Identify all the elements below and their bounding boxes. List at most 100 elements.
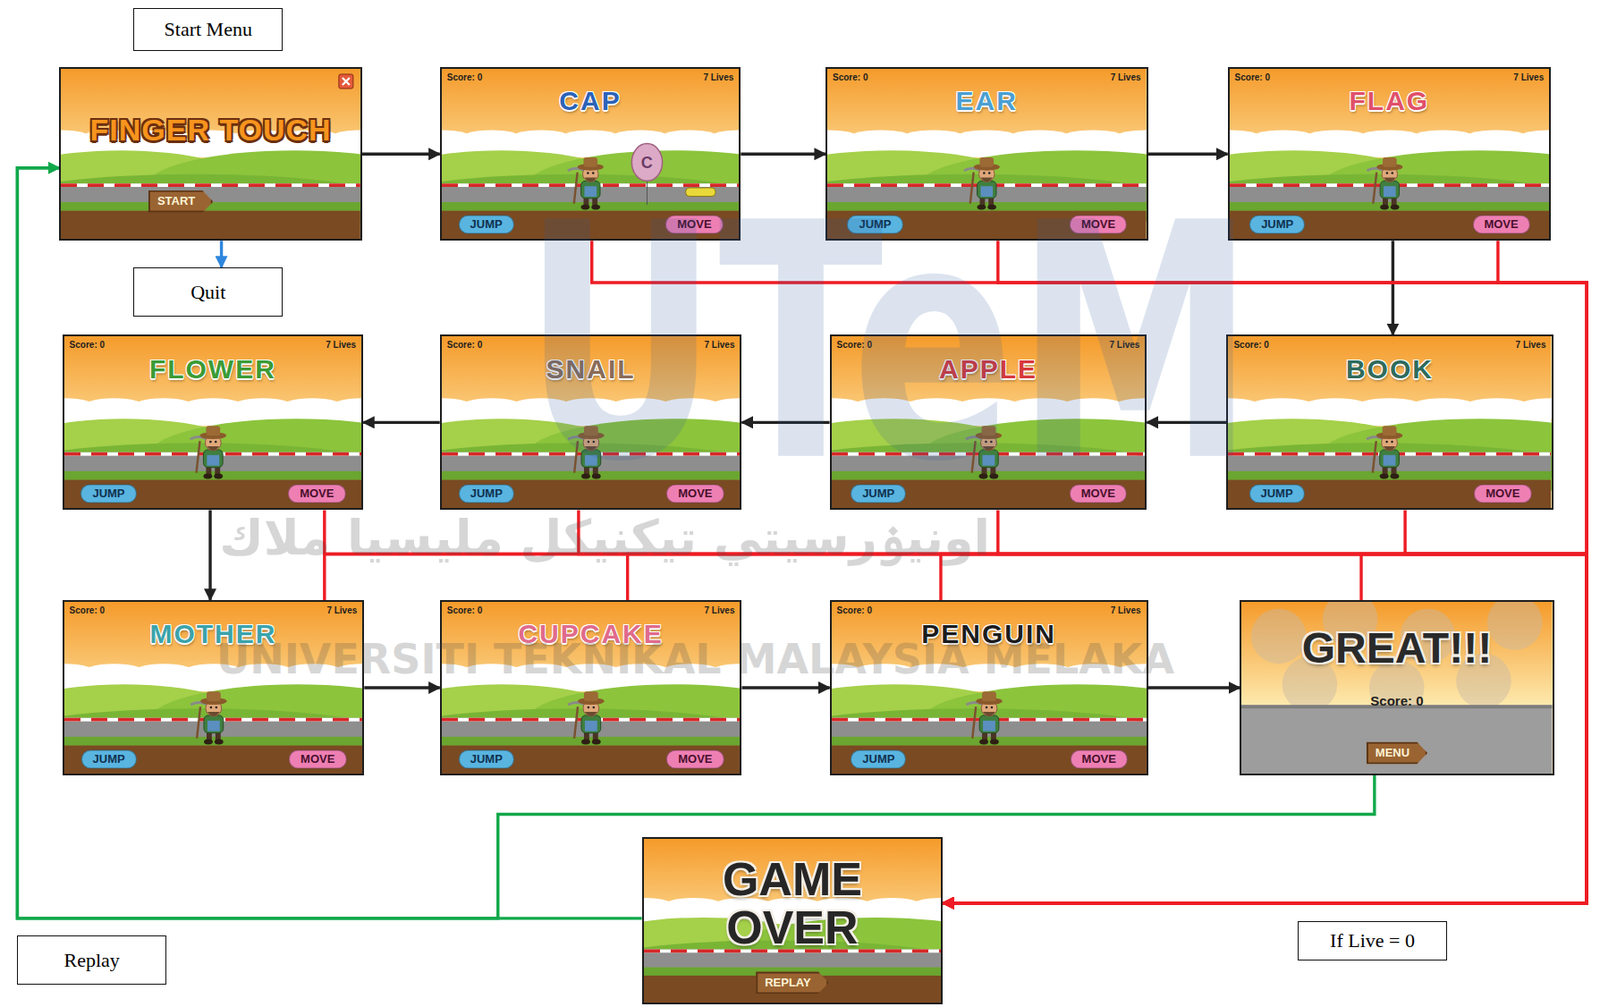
eye bbox=[209, 706, 212, 710]
road bbox=[64, 718, 364, 737]
boot bbox=[977, 204, 987, 211]
cloud bbox=[328, 397, 362, 419]
pickaxe-handle bbox=[195, 440, 200, 473]
eye bbox=[984, 440, 988, 444]
grass bbox=[64, 736, 364, 746]
move-button: MOVE bbox=[1070, 749, 1128, 769]
word-title: APPLE bbox=[939, 353, 1038, 385]
body bbox=[979, 715, 999, 734]
eye bbox=[1386, 440, 1389, 444]
boot bbox=[581, 474, 591, 480]
hat-crown bbox=[1382, 425, 1397, 436]
beard bbox=[206, 446, 220, 451]
final-score: Score: 0 bbox=[1370, 694, 1423, 710]
connector-group bbox=[16, 153, 1587, 919]
level-screen: Score: 0CAP7 LivesCJUMPMOVE bbox=[440, 67, 742, 241]
boot bbox=[1389, 204, 1399, 211]
lives-text: 7 Lives bbox=[1108, 339, 1140, 351]
overalls bbox=[584, 720, 598, 732]
body bbox=[203, 449, 223, 468]
grass bbox=[64, 471, 363, 481]
level-screen: Score: 0PENGUIN7 LivesJUMPMOVE bbox=[829, 600, 1149, 776]
overalls bbox=[206, 455, 220, 466]
eye bbox=[209, 440, 212, 444]
jump-button: JUMP bbox=[80, 484, 136, 504]
beard bbox=[1383, 446, 1397, 451]
cloud bbox=[1110, 130, 1147, 152]
arrow-sign: REPLAY bbox=[755, 971, 830, 994]
overalls bbox=[1383, 455, 1397, 466]
beard bbox=[584, 446, 598, 451]
hat-crown bbox=[981, 425, 996, 436]
flow-arrow bbox=[740, 152, 826, 156]
overalls bbox=[1383, 186, 1397, 198]
body bbox=[581, 449, 602, 468]
overalls bbox=[584, 186, 597, 198]
word-title: MOTHER bbox=[149, 618, 277, 651]
menu-screen: FINGER TOUCHSTART bbox=[59, 67, 363, 241]
pickaxe-handle bbox=[972, 706, 976, 738]
eye bbox=[990, 706, 993, 710]
flow-arrow bbox=[741, 421, 830, 424]
dirt bbox=[64, 480, 363, 509]
note-text: If Live = 0 bbox=[1329, 929, 1415, 952]
road-dashes bbox=[60, 184, 361, 188]
move-button: MOVE bbox=[1472, 215, 1530, 235]
grass bbox=[827, 202, 1147, 211]
level-screen: Score: 0BOOK7 LivesJUMPMOVE bbox=[1226, 334, 1553, 510]
dirt bbox=[831, 480, 1146, 509]
boot bbox=[987, 204, 997, 211]
lives-text: 7 Lives bbox=[702, 72, 734, 84]
balloon-letter: C bbox=[641, 152, 653, 172]
watermark-text: اونيۏرسيتي تيكنيكل مليسيا ملاك bbox=[219, 509, 991, 567]
pickaxe-handle bbox=[970, 172, 974, 204]
score-text: Score: 0 bbox=[447, 339, 483, 351]
boot bbox=[213, 738, 223, 745]
boot bbox=[592, 474, 602, 480]
road bbox=[1229, 184, 1550, 204]
score-text: Score: 0 bbox=[837, 605, 872, 617]
note-box: Start Menu bbox=[133, 8, 283, 51]
road-kerb bbox=[60, 184, 361, 188]
boot bbox=[203, 474, 212, 480]
body bbox=[977, 181, 997, 199]
note-text: Start Menu bbox=[164, 17, 253, 41]
dirt bbox=[441, 211, 740, 239]
move-button: MOVE bbox=[1069, 484, 1127, 504]
jump-button: JUMP bbox=[458, 749, 515, 769]
lives-text: 7 Lives bbox=[704, 339, 736, 351]
boot bbox=[1390, 474, 1400, 480]
body bbox=[1379, 449, 1400, 468]
overalls bbox=[980, 186, 993, 198]
note-text: Quit bbox=[190, 280, 226, 304]
boot bbox=[979, 738, 989, 745]
eye bbox=[990, 440, 993, 444]
flow-arrow bbox=[362, 152, 441, 156]
eye bbox=[982, 172, 986, 176]
jump-button: JUMP bbox=[850, 484, 906, 504]
hat-crown bbox=[206, 691, 221, 702]
move-button: MOVE bbox=[287, 484, 346, 504]
boot bbox=[978, 474, 988, 480]
boot bbox=[591, 204, 601, 211]
word-title: PENGUIN bbox=[921, 618, 1057, 651]
word-title: BOOK bbox=[1346, 353, 1434, 385]
grass bbox=[441, 736, 741, 746]
score-text: Score: 0 bbox=[837, 339, 872, 351]
road bbox=[1227, 452, 1551, 472]
dirt bbox=[827, 211, 1147, 239]
dirt bbox=[441, 480, 741, 509]
life-lost-arrow bbox=[324, 554, 1587, 904]
boot bbox=[581, 738, 591, 745]
flow-arrow bbox=[1391, 240, 1395, 335]
jump-button: JUMP bbox=[1249, 484, 1305, 504]
boot bbox=[580, 204, 590, 211]
move-button: MOVE bbox=[1473, 484, 1532, 504]
pickaxe-handle bbox=[574, 440, 578, 473]
level-screen: Score: 0MOTHER7 LivesJUMPMOVE bbox=[62, 600, 365, 776]
overalls bbox=[982, 720, 996, 732]
score-text: Score: 0 bbox=[447, 72, 483, 84]
overalls bbox=[982, 455, 995, 466]
eye bbox=[984, 706, 988, 710]
farmer-figure bbox=[965, 425, 1001, 479]
